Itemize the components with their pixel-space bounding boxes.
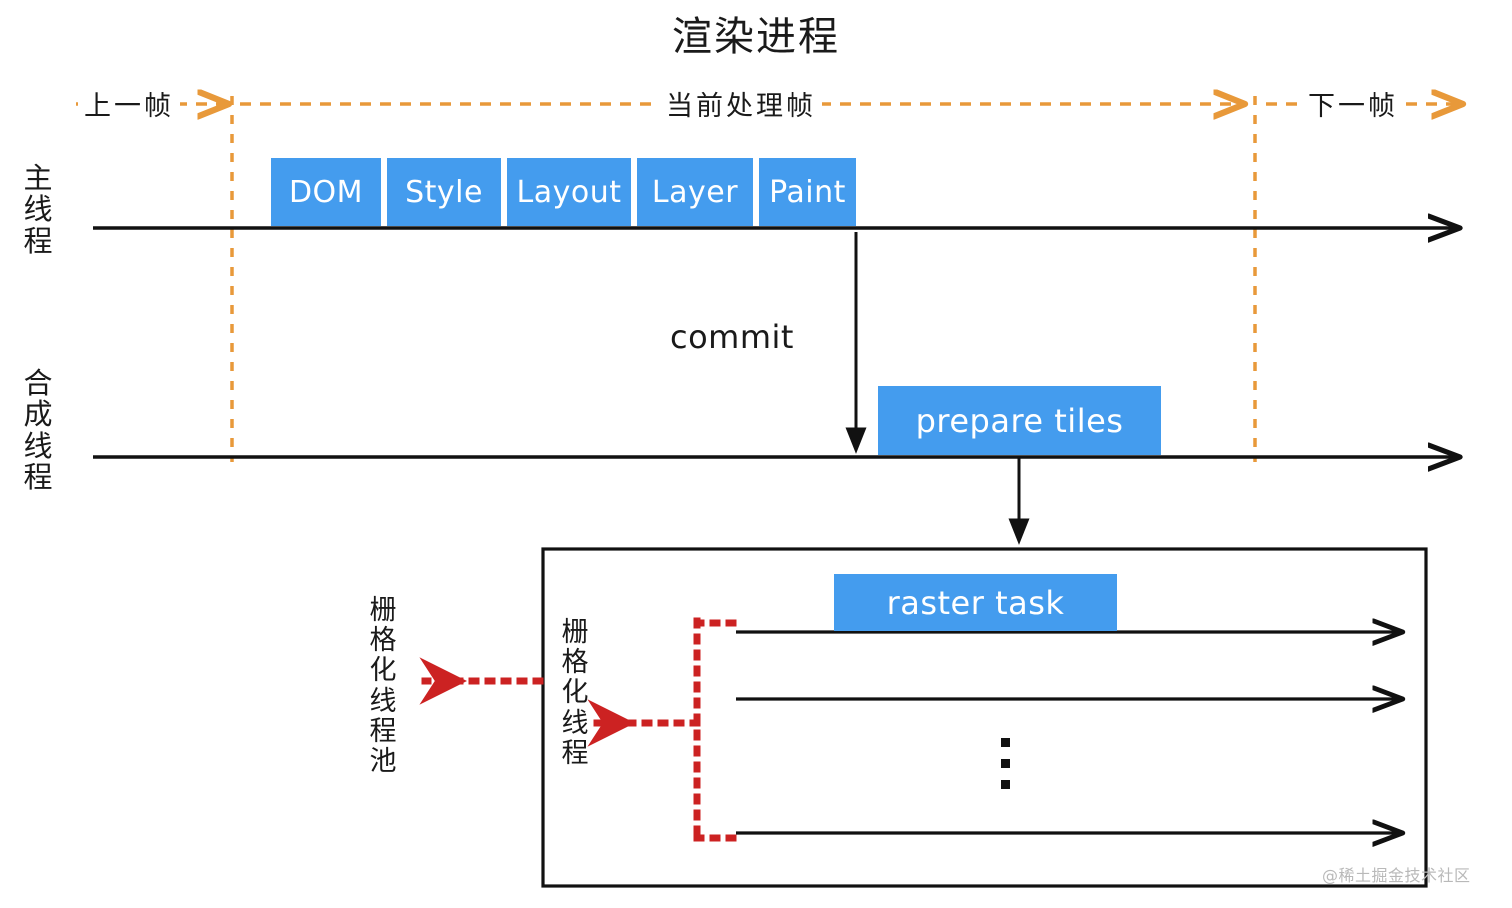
main-thread-char-0: 主	[23, 161, 53, 195]
task-lines-ellipsis	[996, 738, 1014, 790]
label-current-frame: 当前处理帧	[660, 84, 822, 123]
pipeline-block-layer[interactable]: Layer	[635, 158, 755, 226]
main-thread-char-2: 程	[23, 223, 53, 258]
compositor-thread-char-3: 程	[23, 459, 53, 494]
frame-timeline-dashes	[76, 96, 1456, 462]
block-prepare-tiles[interactable]: prepare tiles	[878, 386, 1161, 455]
raster-pool-char-3: 线	[369, 685, 397, 717]
raster-thread-char-2: 化	[561, 677, 589, 709]
pipeline-block-style[interactable]: Style	[385, 158, 503, 226]
compositor-thread-char-0: 合	[23, 366, 53, 400]
label-raster-thread-pool: 栅 格 化 线 程 池	[366, 595, 400, 778]
block-raster-task[interactable]: raster task	[834, 574, 1117, 631]
raster-pool-char-2: 化	[369, 655, 397, 687]
raster-thread-char-3: 线	[561, 707, 589, 739]
main-thread-char-1: 线	[23, 192, 53, 227]
diagram-title: 渲染进程	[672, 14, 840, 60]
compositor-thread-char-1: 成	[23, 397, 53, 432]
raster-thread-char-1: 格	[561, 647, 589, 679]
label-next-frame: 下一帧	[1302, 84, 1404, 123]
raster-thread-char-4: 程	[561, 737, 589, 769]
ellipsis-dot-1	[1000, 738, 1010, 747]
label-commit: commit	[670, 318, 794, 356]
ellipsis-dot-3	[1000, 780, 1010, 789]
raster-pool-char-4: 程	[369, 715, 397, 747]
watermark: @稀土掘金技术社区	[1322, 866, 1471, 885]
pipeline-block-paint[interactable]: Paint	[757, 158, 858, 226]
compositor-thread-char-2: 线	[23, 428, 53, 463]
raster-pool-char-1: 格	[369, 625, 397, 657]
label-raster-thread: 栅 格 化 线 程	[558, 617, 592, 769]
pipeline-block-dom[interactable]: DOM	[269, 158, 383, 226]
label-compositor-thread: 合 成 线 程	[18, 366, 58, 494]
ellipsis-dot-2	[1000, 759, 1010, 768]
raster-feedback-path	[419, 617, 744, 844]
raster-thread-char-0: 栅	[561, 617, 589, 648]
label-main-thread: 主 线 程	[18, 161, 58, 258]
raster-task-lines	[736, 632, 1398, 833]
label-previous-frame: 上一帧	[78, 84, 180, 123]
pipeline-block-layout[interactable]: Layout	[505, 158, 633, 226]
raster-pool-box	[541, 547, 1428, 888]
raster-pool-char-5: 池	[369, 746, 397, 778]
raster-pool-char-0: 栅	[369, 595, 397, 626]
